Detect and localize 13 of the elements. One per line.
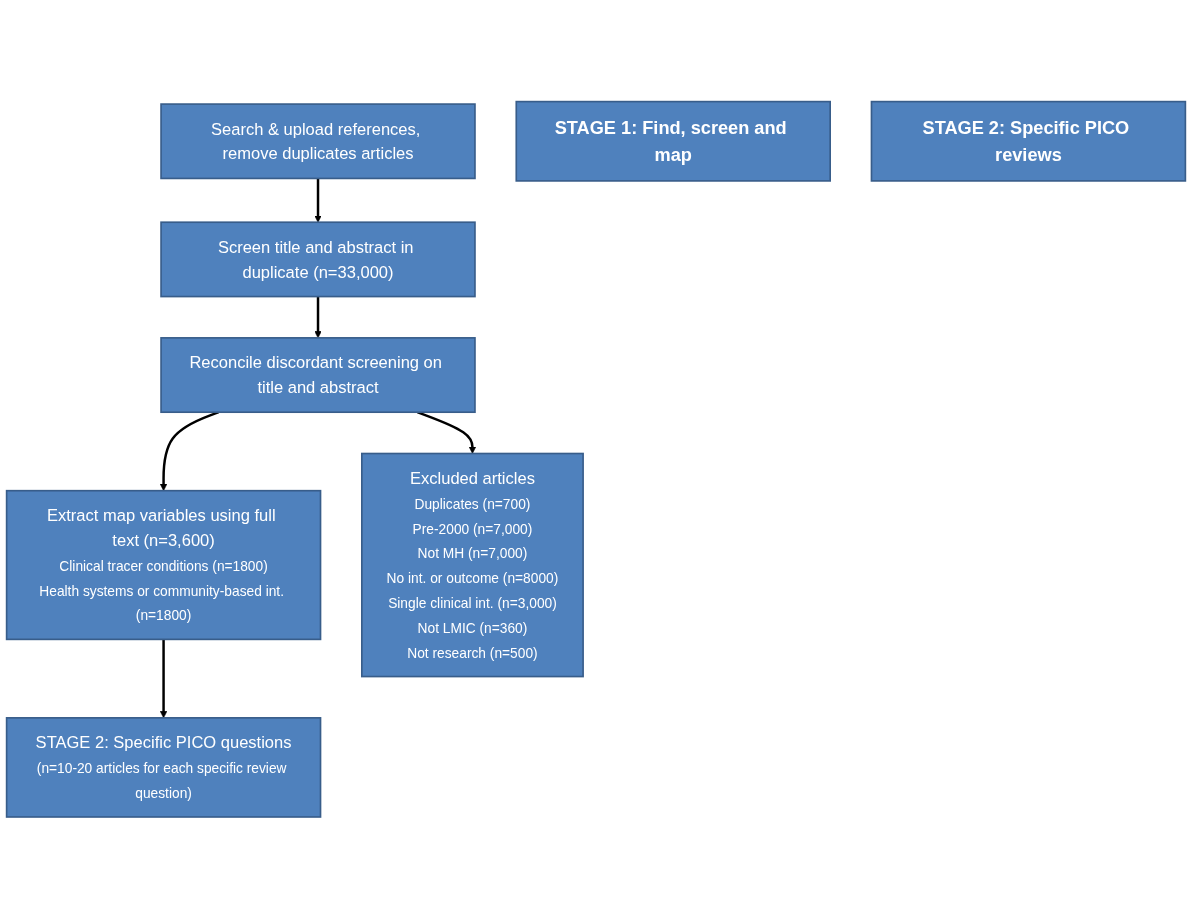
arrow [314,178,322,223]
arrow [416,410,477,454]
node-box: Reconcile discordant screening on title and abstract [160,336,476,413]
node-box: Screen title and abstract in duplicate (n=33,000) [160,221,476,298]
node-box: STAGE 2: Specific PICO questions (n=10-20 articles for each specific review question) [5,716,322,818]
node-box: Search & upload references, remove duplicates articles [160,102,476,179]
arrow [159,410,220,491]
node-box: Extract map variables using full text (n=3,600) Clinical tracer conditions (n=1800) Health systems or community-based int. (n=1800) [5,489,322,640]
arrow [314,296,322,338]
node-box: STAGE 2: Specific PICO reviews [870,100,1187,182]
arrow [159,639,168,718]
node-box: STAGE 1: Find, screen and map [515,100,831,182]
node-box: Excluded articles Duplicates (n=700) Pre-2000 (n=7,000) Not MH (n=7,000) No int. or outcome (n=8000) Single clinical int. (n=3,000) Not LMIC (n=360) Not research (n=500) [361,452,584,678]
